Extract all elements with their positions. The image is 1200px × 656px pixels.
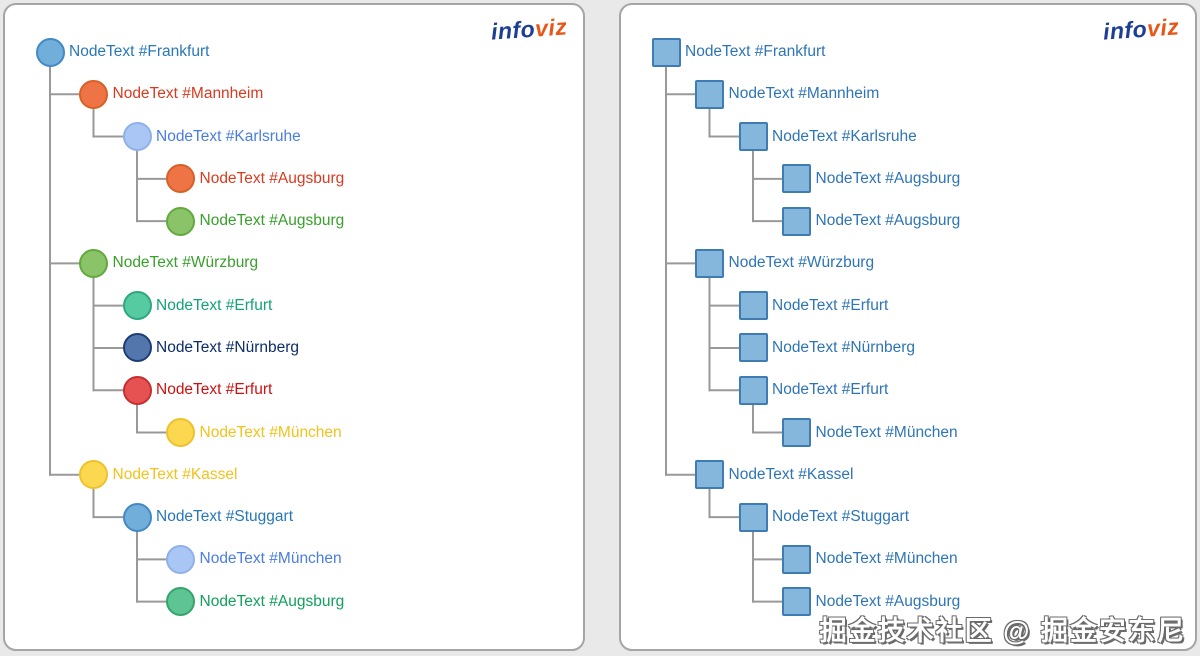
node-marker-circle[interactable] (122, 291, 152, 321)
node-marker-square[interactable] (782, 418, 811, 448)
node-label: NodeText #Augsburg (815, 592, 961, 610)
node-marker-circle[interactable] (122, 375, 152, 405)
node-label: NodeText #Frankfurt (685, 43, 826, 60)
node-label: NodeText #Nürnberg (156, 338, 300, 356)
node-label: NodeText #Augsburg (199, 212, 345, 230)
infoviz-logo: infoviz (490, 13, 568, 45)
node-marker-circle[interactable] (166, 544, 195, 574)
node-marker-circle[interactable] (166, 418, 195, 448)
node-label: NodeText #München (815, 423, 958, 441)
node-marker-circle[interactable] (166, 587, 195, 617)
node-marker-square[interactable] (738, 502, 768, 532)
node-label: NodeText #München (815, 550, 958, 568)
node-label: NodeText #Erfurt (772, 296, 889, 314)
node-marker-circle[interactable] (122, 122, 152, 152)
node-marker-circle[interactable] (79, 248, 108, 278)
infoviz-logo: infoviz (1102, 13, 1180, 45)
node-marker-circle[interactable] (122, 333, 152, 363)
logo-text-info: info (1101, 15, 1148, 45)
node-label: NodeText #Karlsruhe (772, 127, 917, 145)
node-marker-circle[interactable] (166, 164, 195, 194)
node-marker-square[interactable] (695, 460, 724, 490)
node-label: NodeText #Kassel (112, 465, 238, 483)
node-label: NodeText #Mannheim (728, 85, 880, 103)
node-marker-circle[interactable] (79, 79, 108, 109)
node-marker-square[interactable] (651, 37, 681, 67)
logo-text-viz: viz (1145, 13, 1180, 42)
node-label: NodeText #München (199, 423, 342, 441)
node-label: NodeText #Stuggart (772, 508, 910, 526)
node-marker-circle[interactable] (79, 460, 108, 490)
node-marker-circle[interactable] (122, 502, 152, 532)
node-label: NodeText #Augsburg (815, 212, 961, 230)
node-label: NodeText #Augsburg (815, 169, 961, 187)
node-label: NodeText #Karlsruhe (156, 127, 301, 145)
node-label: NodeText #Würzburg (112, 254, 259, 272)
node-label: NodeText #Frankfurt (69, 43, 210, 60)
watermark: 掘金技术社区 @ 掘金安东尼 (819, 616, 1186, 646)
node-label: NodeText #Augsburg (199, 169, 345, 187)
node-label: NodeText #Erfurt (156, 296, 273, 314)
node-label: NodeText #Erfurt (772, 381, 889, 399)
node-marker-square[interactable] (738, 333, 768, 363)
node-marker-circle[interactable] (166, 206, 195, 236)
node-marker-square[interactable] (738, 375, 768, 405)
node-marker-square[interactable] (782, 164, 811, 194)
node-marker-square[interactable] (695, 79, 724, 109)
node-label: NodeText #Nürnberg (772, 338, 916, 356)
node-label: NodeText #München (199, 550, 342, 568)
node-label: NodeText #Kassel (728, 465, 854, 483)
node-marker-square[interactable] (738, 291, 768, 321)
node-label: NodeText #Stuggart (156, 508, 294, 526)
node-marker-square[interactable] (782, 544, 811, 574)
node-marker-square[interactable] (695, 248, 724, 278)
node-label: NodeText #Würzburg (728, 254, 875, 272)
node-label: NodeText #Mannheim (112, 85, 264, 103)
logo-text-viz: viz (533, 13, 568, 42)
node-marker-square[interactable] (782, 587, 811, 617)
node-marker-circle[interactable] (35, 37, 65, 67)
logo-text-info: info (489, 15, 536, 45)
node-label: NodeText #Augsburg (199, 592, 345, 610)
node-marker-square[interactable] (738, 122, 768, 152)
node-label: NodeText #Erfurt (156, 381, 273, 399)
node-marker-square[interactable] (782, 206, 811, 236)
